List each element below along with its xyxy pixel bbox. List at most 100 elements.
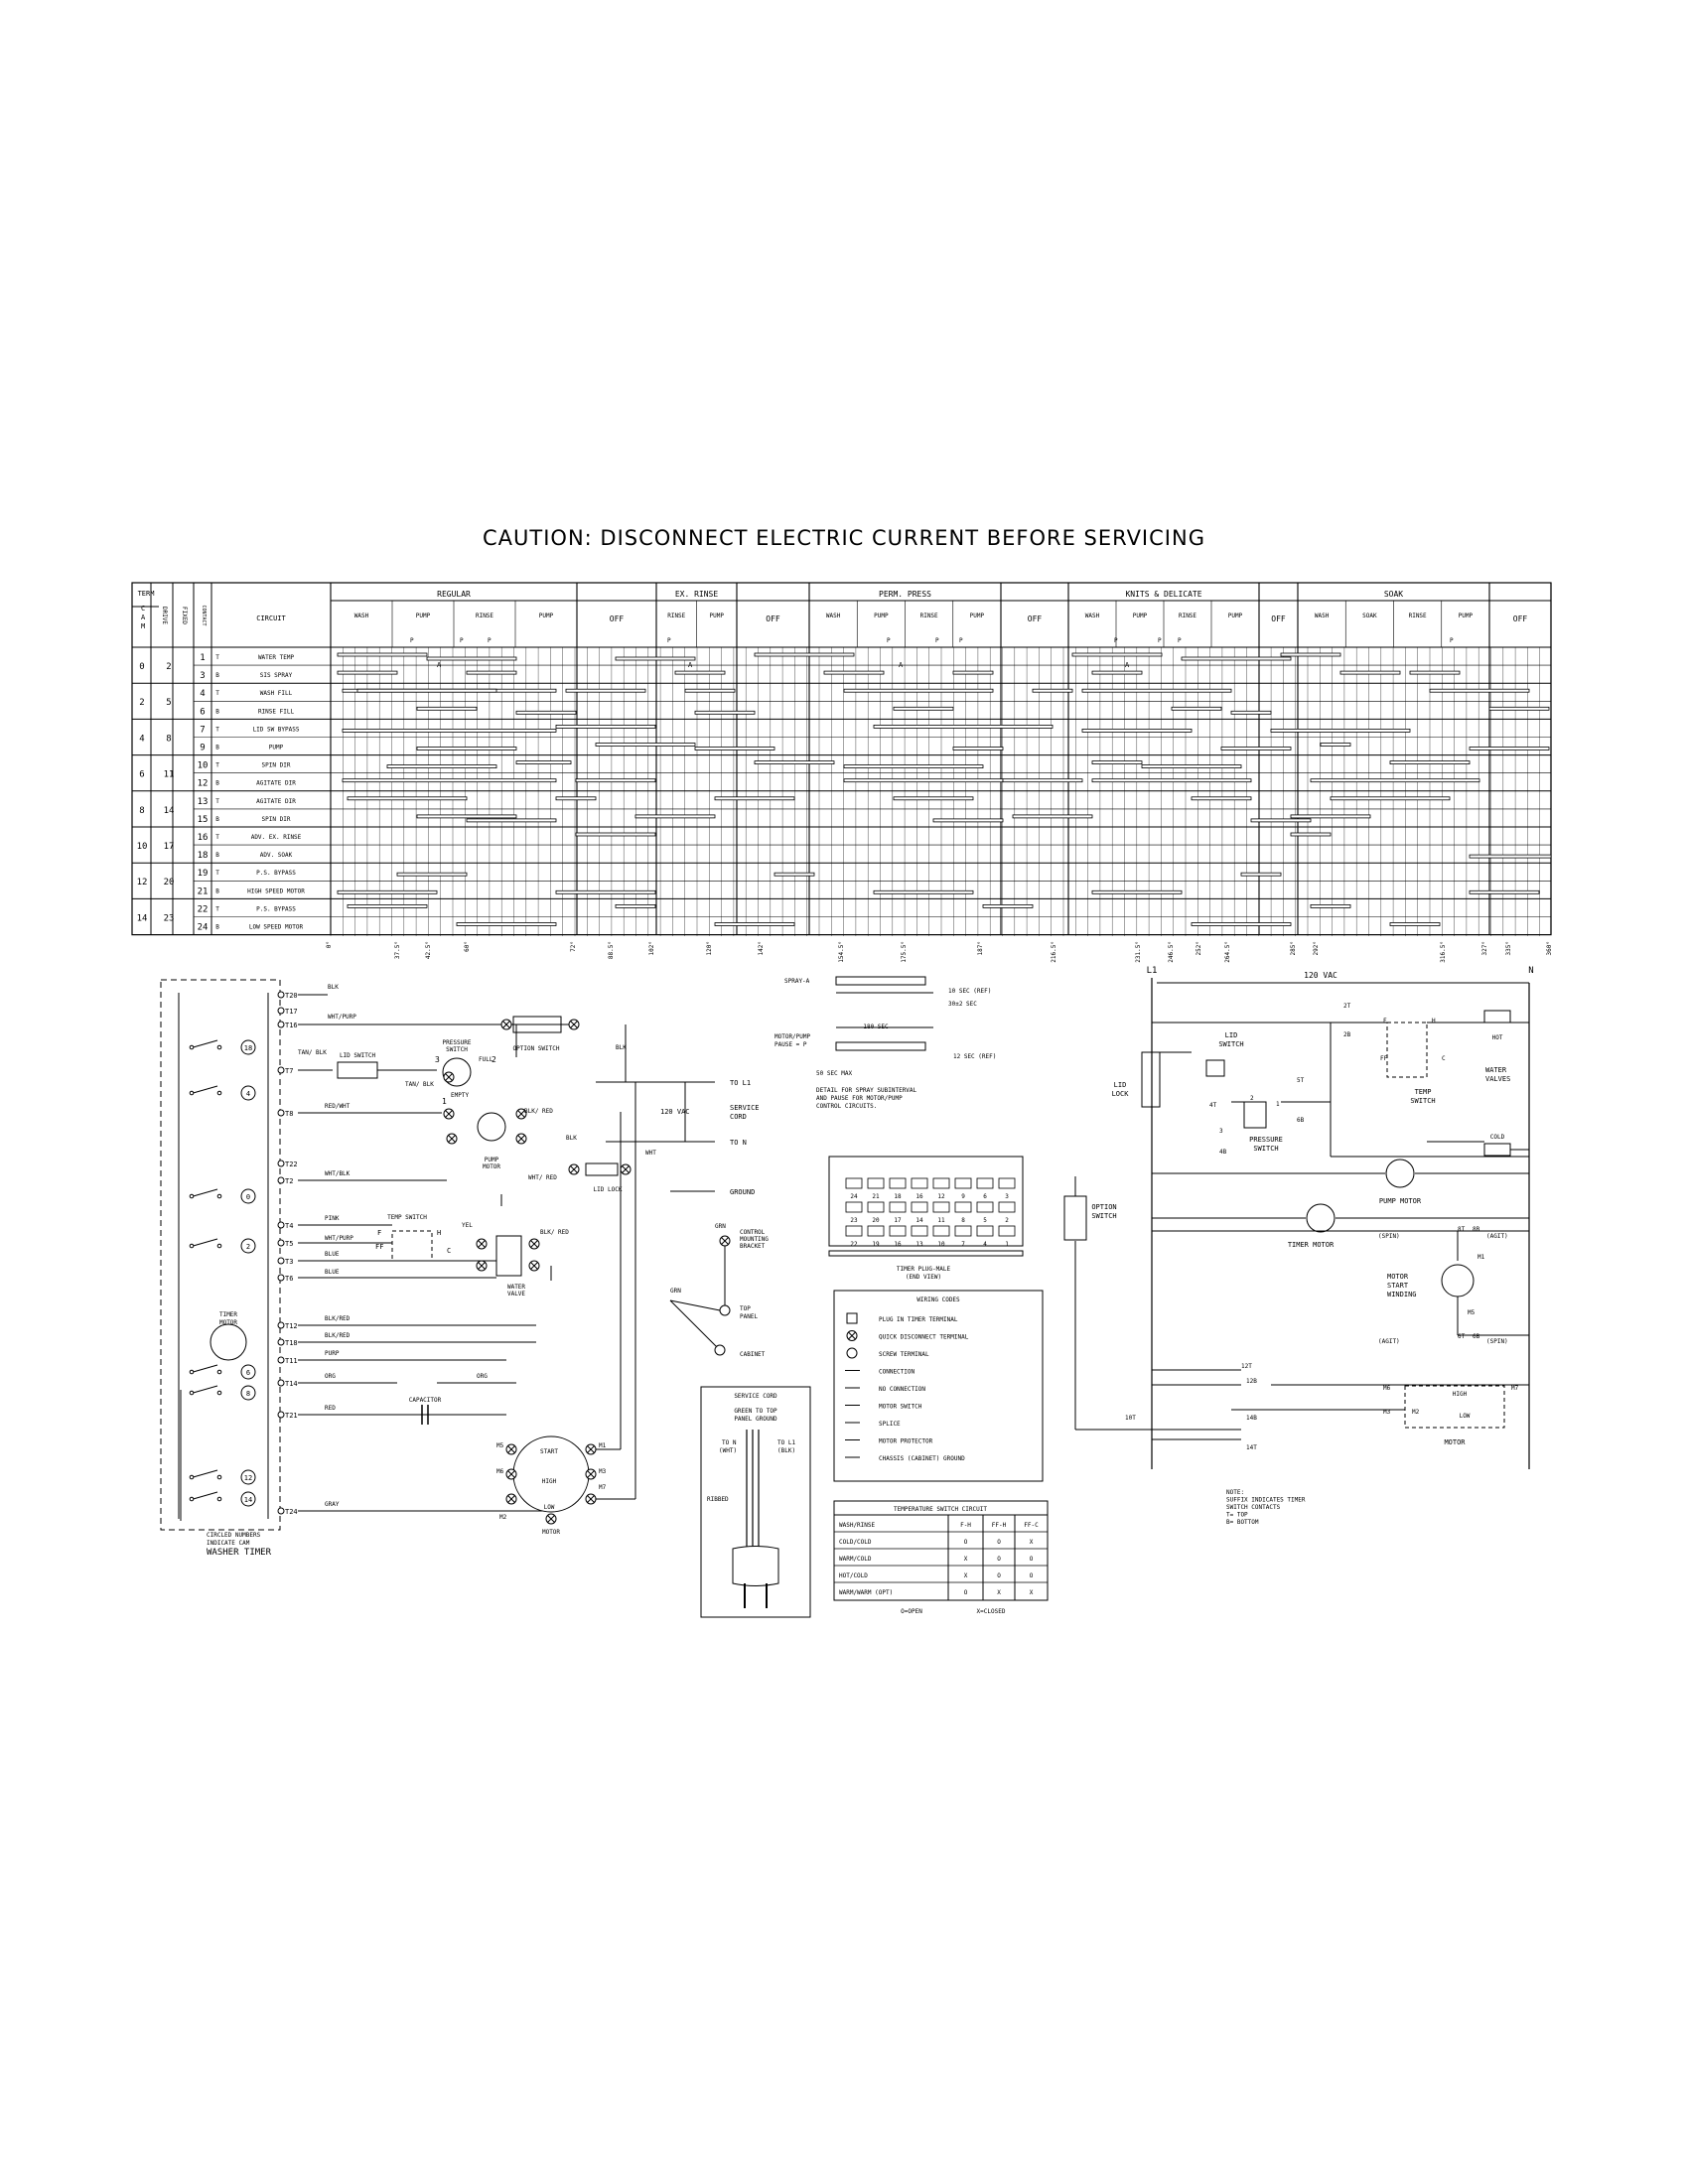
degree-mark: 154.5° (838, 941, 845, 963)
ladder-contact-label: M3 (1383, 1409, 1391, 1416)
cam-on-interval (634, 814, 716, 819)
ladder-contact-label: FF (1380, 1055, 1388, 1062)
cam-on-interval (337, 889, 438, 894)
pressure-text: PRESSURE (1249, 1136, 1283, 1144)
terminal-cross (507, 1495, 515, 1503)
cam-circle-8 (240, 1385, 256, 1401)
wire-color-label: GRAY (325, 1501, 340, 1508)
plug-pin-number: 24 (850, 1193, 858, 1200)
step-label: PUMP (710, 613, 725, 619)
timer-terminal-label: T24 (285, 1508, 298, 1516)
pause-marker: P (460, 637, 464, 644)
switch-contact (216, 1390, 222, 1396)
cam-on-interval (1409, 670, 1461, 675)
start-winding-element (1441, 1264, 1475, 1297)
cam-on-interval (1191, 922, 1292, 926)
degree-mark: 37.5° (394, 941, 401, 959)
cam-on-interval (873, 725, 1054, 729)
cam-on-interval (1012, 814, 1093, 819)
circled-note-2: INDICATE CAM (207, 1540, 250, 1547)
full-label: FULL (479, 1056, 493, 1063)
start-winding-text: MOTOR (1387, 1273, 1409, 1281)
cam-number: 4 (246, 1090, 250, 1098)
plug-pin (976, 1225, 994, 1237)
row-circuit: P.S. BYPASS (256, 905, 296, 912)
pressure-text-2: SWITCH (1253, 1145, 1278, 1153)
plug-pin-number: 13 (915, 1241, 923, 1248)
timer-terminal-label: T6 (285, 1275, 293, 1283)
motor-element (1404, 1385, 1505, 1429)
plug-pin (976, 1177, 994, 1189)
cam-circle-4 (240, 1085, 256, 1101)
cam-on-interval (1091, 670, 1143, 675)
row-circuit: LID SW BYPASS (253, 726, 300, 733)
ladder-contact-label: 3 (1219, 1128, 1223, 1135)
lid-lock-label: LID LOCK (594, 1186, 623, 1193)
row-circuit: PUMP (269, 745, 284, 751)
cam-header-letter: M (141, 622, 145, 630)
cam-on-interval (714, 796, 795, 801)
timer-terminal-t2 (277, 1176, 285, 1184)
plug-pin-number: 7 (961, 1241, 965, 1248)
switch-contact (189, 1496, 195, 1502)
cam-number: 12 (244, 1474, 252, 1482)
plug-pin (932, 1177, 950, 1189)
cam-on-interval (1389, 760, 1471, 764)
cam-on-interval (1310, 904, 1351, 908)
ten-sec-label: 10 SEC (REF) (948, 988, 991, 995)
cam-on-interval (1240, 872, 1282, 877)
switch-contact (216, 1496, 222, 1502)
top-panel-label: TOP (740, 1305, 751, 1312)
ladder-contact-label: 12B (1246, 1378, 1257, 1385)
row-fixed-terminal: 3 (200, 671, 205, 681)
cam-on-interval (1171, 706, 1222, 711)
plug-pin-number: 9 (961, 1193, 965, 1200)
switch-contact (216, 1369, 222, 1375)
cam-on-interval (615, 656, 696, 661)
timer-motor-label: MOTOR (219, 1319, 237, 1326)
spray-interval-bar (835, 976, 926, 986)
row-circuit: SPIN DIR (262, 816, 291, 823)
plug-pin-number: 23 (850, 1217, 858, 1224)
cam-on-interval (873, 889, 974, 894)
cam-on-interval (1091, 760, 1143, 764)
wire-color-label: ORG (477, 1373, 488, 1380)
row-fixed-terminal: 13 (198, 797, 209, 807)
temp-switch-terminal: C (447, 1247, 451, 1255)
pressure-terminal: 2 (492, 1055, 496, 1064)
row-fixed-terminal: 21 (198, 887, 209, 896)
row-fixed-terminal: 1 (200, 653, 205, 663)
row-contact: T (215, 798, 219, 805)
cam-on-interval (1330, 796, 1451, 801)
wire-color-label: WHT (645, 1150, 656, 1157)
terminal-cross (547, 1515, 555, 1523)
plug-pin-number: 19 (872, 1241, 880, 1248)
cam-on-interval (1032, 688, 1073, 693)
wire-color-label: BLK/RED (325, 1332, 351, 1339)
top-panel-label-2: PANEL (740, 1313, 758, 1320)
cam-on-interval (1071, 652, 1163, 657)
terminal-cross (517, 1110, 525, 1118)
temp-table-header: FF-H (992, 1522, 1007, 1529)
row-fixed-terminal: 24 (198, 923, 209, 933)
pressure-terminal: 3 (435, 1055, 440, 1064)
cabinet-label: CABINET (740, 1351, 766, 1358)
row-fixed-terminal: 4 (200, 689, 205, 699)
cam-number: 2 (246, 1243, 250, 1251)
temp-table-cell: O (964, 1539, 968, 1546)
degree-mark: 360° (1546, 941, 1553, 955)
temp-switch-text: TEMP (1415, 1088, 1432, 1096)
water-valve-symbol (495, 1235, 522, 1277)
timer-motor-symbol (210, 1323, 247, 1361)
terminal-cross (507, 1445, 515, 1453)
pause-marker: P (488, 637, 492, 644)
spray-note-line: DETAIL FOR SPRAY SUBINTERVAL (816, 1087, 917, 1094)
plug-pin-number: 21 (872, 1193, 880, 1200)
cam-on-interval (1270, 729, 1411, 733)
cam-on-interval (1488, 706, 1550, 711)
cam-on-interval (416, 747, 517, 751)
cam-on-interval (684, 688, 736, 693)
pause-marker: P (1114, 637, 1118, 644)
ladder-contact-label: M7 (1511, 1385, 1519, 1392)
